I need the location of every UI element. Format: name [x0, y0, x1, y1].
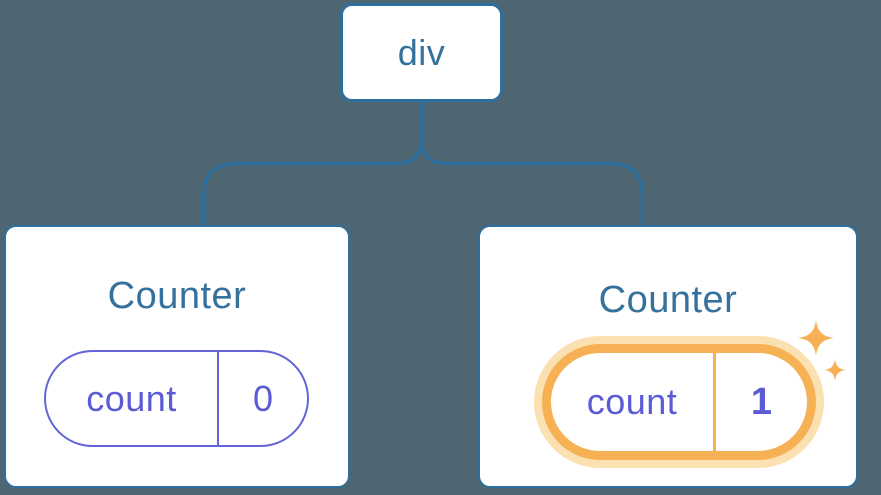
state-value-cell: 1: [713, 353, 807, 451]
root-node-div: div: [340, 3, 503, 102]
state-pill: count 0: [44, 350, 309, 447]
state-key-label: count: [86, 377, 177, 419]
card-title: Counter: [107, 275, 247, 317]
card-title: Counter: [598, 279, 738, 321]
counter-card-right: Counter count 1: [478, 225, 858, 488]
state-key-cell: count: [551, 353, 713, 451]
root-node-label: div: [397, 31, 446, 73]
state-value: 0: [252, 377, 274, 419]
state-key-label: count: [586, 381, 678, 422]
state-key-cell: count: [46, 352, 217, 445]
connector-right-branch: [419, 137, 645, 226]
state-value-cell: 0: [217, 352, 307, 445]
state-pill-highlighted: count 1: [542, 344, 816, 460]
sparkles-icon: [798, 320, 846, 381]
sparkle-small: [824, 359, 846, 381]
counter-card-left: Counter count 0: [4, 225, 350, 488]
connector-left-branch: [201, 137, 424, 226]
state-value: 1: [750, 380, 773, 423]
sparkle-large: [798, 320, 834, 356]
